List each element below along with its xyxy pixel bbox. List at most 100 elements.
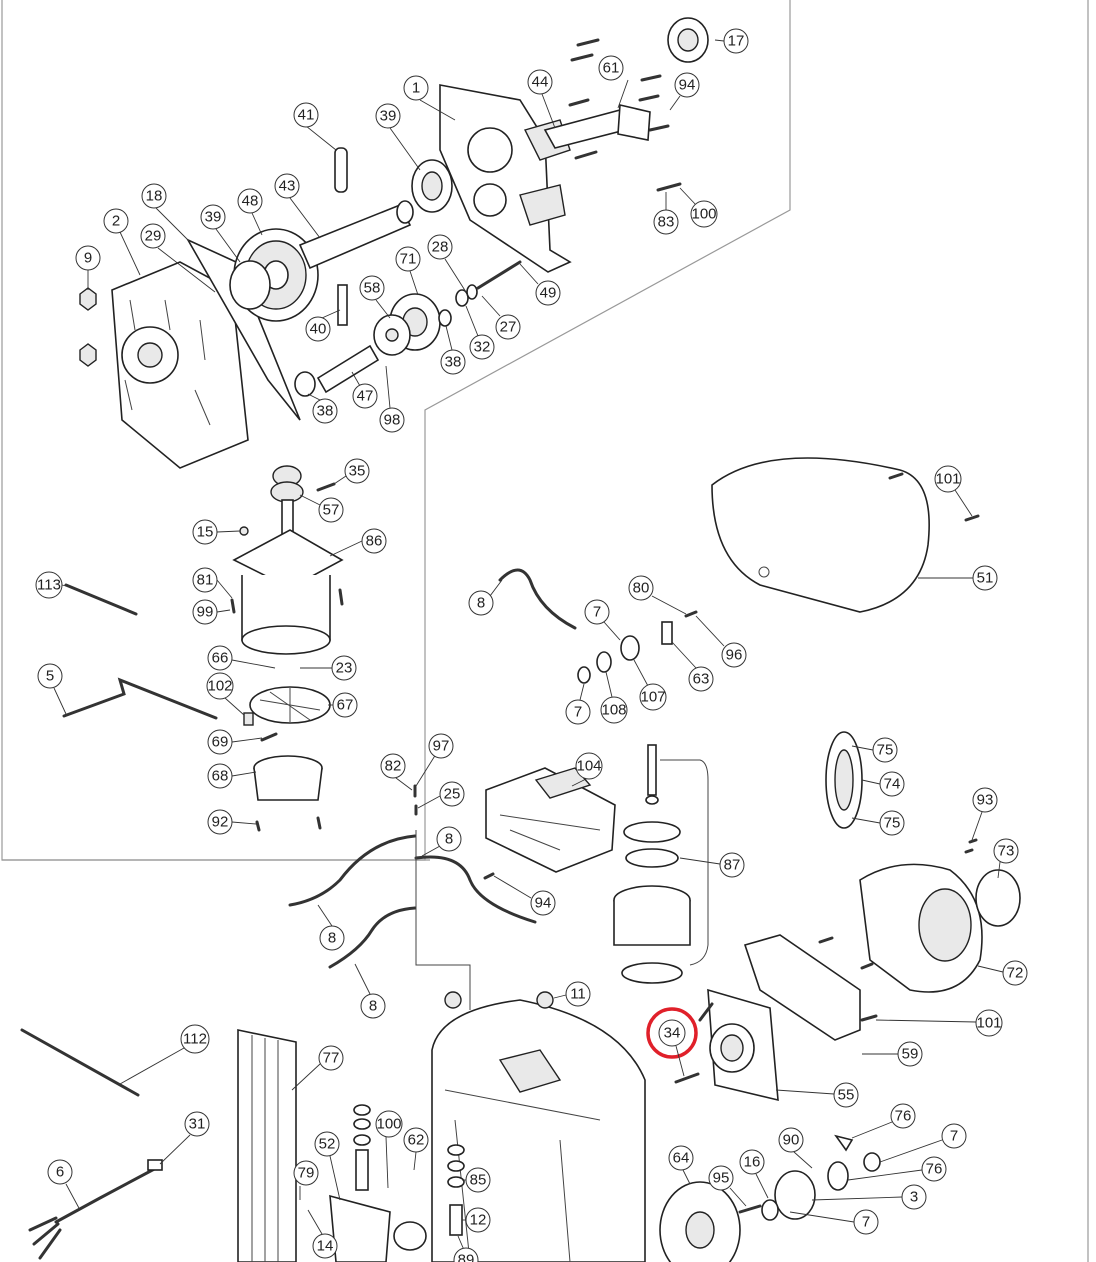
callout-label: 89: [458, 1252, 475, 1262]
callout-label: 64: [673, 1150, 690, 1167]
callout-bubble: [495, 314, 521, 340]
callout-bubble: [674, 72, 700, 98]
callout-bubble: [360, 993, 386, 1019]
callout-bubble: [897, 1041, 923, 1067]
callout-label: 2: [112, 213, 120, 230]
callout-leader: [879, 1139, 943, 1163]
nuts: [79, 287, 97, 367]
callout-bubble: [332, 692, 358, 718]
callout-label: 72: [1007, 965, 1024, 982]
callout-label: 77: [323, 1050, 340, 1067]
callout-leader: [669, 95, 681, 111]
callout-bubble: [207, 729, 233, 755]
callout-leader: [457, 1235, 465, 1251]
callout-leader: [385, 1136, 389, 1189]
callout-leader: [651, 595, 687, 615]
callout-leader: [571, 777, 589, 787]
callout-label: 100: [691, 206, 716, 223]
release-lever: [543, 109, 626, 149]
callout-bubble: [972, 787, 998, 813]
callout-bubble: [375, 103, 401, 129]
callout-leader: [489, 579, 503, 597]
callout-leader: [679, 857, 721, 865]
callout-leader: [119, 231, 141, 276]
cover-screws: [888, 472, 980, 522]
callout-bubble: [872, 737, 898, 763]
callout-label: 87: [724, 857, 741, 874]
callout-leader: [321, 309, 341, 319]
callout-label: 34: [664, 1025, 681, 1042]
callout-leader: [729, 1187, 747, 1207]
callout-leader: [231, 737, 263, 743]
callout-label: 48: [242, 193, 259, 210]
callout-label: 17: [728, 33, 745, 50]
callout-bubble: [469, 334, 495, 360]
callout-bubble: [575, 752, 603, 780]
callout-label: 27: [500, 319, 517, 336]
gasket: [186, 238, 301, 421]
callout-label: 108: [601, 702, 626, 719]
callout-label: 11: [570, 986, 586, 1003]
callout-bubble: [103, 208, 129, 234]
callout-label: 76: [895, 1108, 912, 1125]
callout-label: 80: [633, 580, 650, 597]
callout-leader: [679, 187, 697, 206]
callout-leader: [216, 530, 241, 533]
callout-label: 96: [726, 647, 743, 664]
callout-label: 85: [470, 1172, 487, 1189]
callout-label: 49: [540, 285, 557, 302]
callout-label: 51: [977, 570, 994, 587]
callout-label: 14: [317, 1238, 334, 1255]
callout-label: 7: [593, 604, 601, 621]
callout-label: 44: [532, 74, 549, 91]
callout-bubble: [535, 280, 561, 306]
highlight-circle: [646, 1007, 698, 1059]
callout-label: 29: [145, 228, 162, 245]
callout-label: 59: [902, 1046, 919, 1063]
callout-label: 101: [976, 1015, 1001, 1032]
callout-label: 55: [838, 1087, 855, 1104]
callout-bubble: [395, 246, 421, 272]
callout-bubble: [427, 234, 453, 260]
callout-leader: [389, 127, 421, 171]
callout-leader: [351, 371, 361, 387]
callout-label: 62: [408, 1132, 425, 1149]
callout-leader: [541, 93, 556, 129]
callout-label: 67: [337, 697, 354, 714]
callout-bubble: [207, 763, 233, 789]
callout-leader: [413, 1151, 417, 1171]
main-gear: [229, 228, 319, 322]
small-screws-middle: [413, 784, 978, 880]
callout-bubble: [312, 398, 338, 424]
callout-bubble: [688, 666, 714, 692]
callout-leader: [159, 1134, 191, 1165]
stacked-washers: [353, 1104, 465, 1236]
callout-bubble: [719, 852, 745, 878]
callout-bubble: [690, 200, 718, 228]
callout-label: 83: [658, 214, 675, 231]
callout-bubble: [206, 672, 234, 700]
callout-leader: [119, 1047, 185, 1085]
callout-leader: [409, 270, 419, 296]
callout-leader: [417, 795, 441, 809]
callout-label: 104: [576, 758, 601, 775]
callout-bubble: [192, 519, 218, 545]
callout-leader: [695, 615, 725, 647]
callout-bubble: [180, 1024, 210, 1054]
callout-bubble: [293, 1160, 319, 1186]
pin: [334, 147, 348, 193]
callout-leader: [755, 1173, 769, 1199]
callout-bubble: [527, 69, 553, 95]
callout-bubble: [319, 925, 345, 951]
callout-label: 57: [323, 502, 340, 519]
cable-8-top: [498, 568, 577, 630]
callout-bubble: [653, 209, 679, 235]
callout-bubble: [314, 1131, 340, 1157]
callout-leader: [329, 540, 363, 557]
callout-leader: [231, 821, 257, 825]
callout-label: 99: [197, 604, 214, 621]
capacitor-cup: [253, 755, 323, 801]
callout-leader: [216, 609, 231, 613]
callout-leader: [333, 475, 347, 485]
control-board: [485, 767, 616, 873]
